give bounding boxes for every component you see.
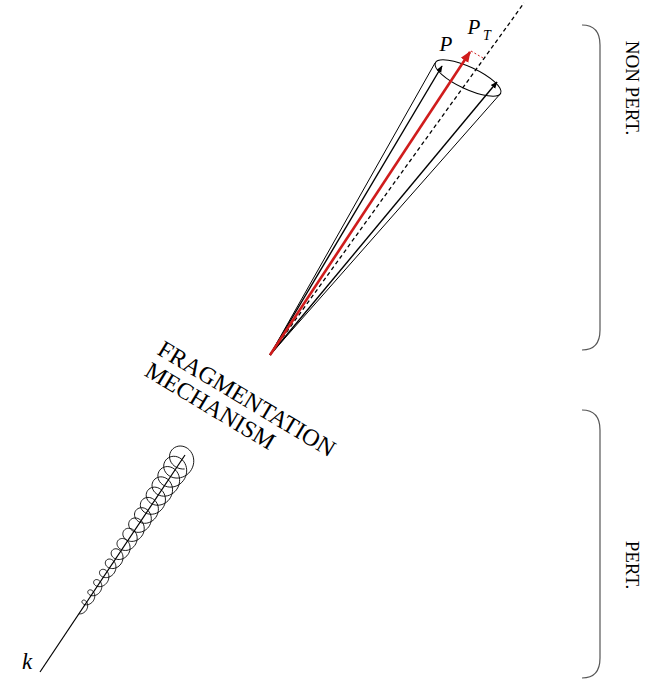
region-label: NON PERT. [622,41,642,136]
gluon-spring-path [79,446,194,614]
mechanism-label: FRAGMENTATION MECHANISM [140,336,339,483]
transverse-component [471,51,483,58]
parton-line [40,455,185,672]
momentum-label: P [468,16,481,38]
hadron-momentum-arrow [270,82,497,355]
jet-axis [270,3,524,355]
hadron-momentum-arrow [270,66,442,355]
cone-edge [270,93,501,355]
region-label: PERT. [622,541,642,590]
gluon-spring [79,446,194,614]
subscript-label: T [483,29,491,44]
momentum-label: P [440,33,453,55]
region-bracket [582,25,600,350]
momentum-label: k [22,650,32,674]
region-bracket [582,410,600,678]
hadron-momentum-arrow-red [270,52,470,355]
cone-edge [270,63,435,355]
